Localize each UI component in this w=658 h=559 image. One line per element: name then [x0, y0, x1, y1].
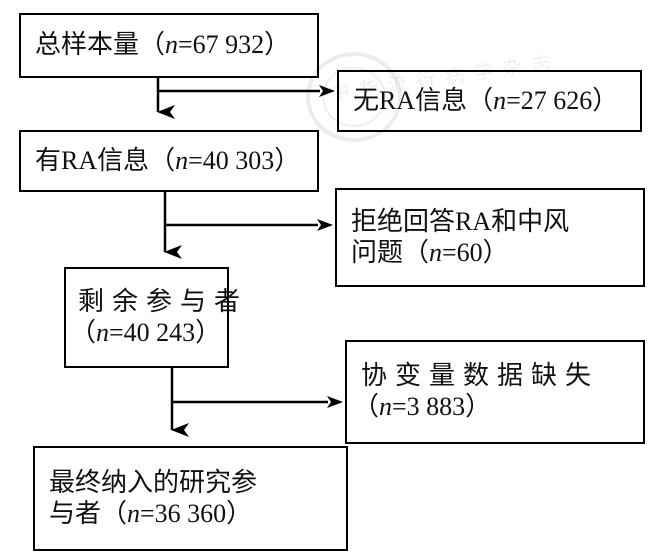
node-has-ra-info-prefix: 有RA信息（ — [35, 145, 176, 175]
node-no-ra-info-prefix: 无RA信息（ — [353, 85, 494, 115]
node-total-sample-label: 总样本量（n=67 932） — [21, 30, 317, 61]
node-remaining-participants-line2: （n=40 243） — [66, 318, 227, 349]
node-refused-answer-line1: 拒绝回答RA和中风 — [351, 206, 570, 236]
node-no-ra-info-value: =27 626） — [506, 85, 619, 115]
node-refused-answer: 拒绝回答RA和中风 问题（n=60） — [335, 188, 645, 287]
node-refused-answer-prefix: 问题（ — [351, 237, 430, 267]
node-remaining-participants-line1: 剩余参与者 — [78, 286, 249, 316]
node-missing-covariates: 协变量数据缺失 （n=3 883） — [345, 340, 645, 444]
node-refused-answer-n: n — [429, 237, 443, 267]
node-total-sample-value: =67 932） — [178, 30, 291, 60]
node-remaining-participants-n: n — [96, 317, 110, 347]
node-has-ra-info-value: =40 303） — [188, 145, 301, 175]
node-final-included-value: =36 360） — [140, 498, 253, 528]
node-refused-answer-value: =60） — [442, 237, 509, 267]
node-final-included-line1: 最终纳入的研究参 — [49, 467, 258, 497]
node-missing-covariates-prefix: （ — [353, 392, 380, 421]
node-remaining-participants-value: =40 243） — [109, 317, 222, 347]
node-final-included-n: n — [127, 498, 141, 528]
node-has-ra-info-n: n — [175, 145, 189, 175]
node-has-ra-info: 有RA信息（n=40 303） — [19, 130, 319, 192]
node-remaining-participants-prefix: （ — [70, 317, 97, 347]
node-final-included: 最终纳入的研究参 与者（n=36 360） — [33, 446, 348, 551]
node-total-sample-prefix: 总样本量（ — [35, 30, 166, 60]
node-final-included-line2: 与者（n=36 360） — [35, 499, 346, 530]
node-remaining-participants: 剩余参与者 （n=40 243） — [64, 267, 249, 368]
node-missing-covariates-line2: （n=3 883） — [347, 392, 643, 423]
node-no-ra-info-n: n — [493, 85, 507, 115]
node-missing-covariates-line1: 协变量数据缺失 — [361, 361, 600, 391]
node-missing-covariates-value: =3 883） — [392, 392, 492, 421]
node-total-sample: 总样本量（n=67 932） — [19, 13, 319, 78]
node-missing-covariates-n: n — [379, 392, 393, 421]
node-final-included-prefix: 与者（ — [49, 498, 128, 528]
node-no-ra-info: 无RA信息（n=27 626） — [337, 70, 642, 132]
node-total-sample-n: n — [165, 30, 179, 60]
node-refused-answer-line2: 问题（n=60） — [337, 238, 643, 269]
node-no-ra-info-label: 无RA信息（n=27 626） — [339, 86, 640, 117]
node-has-ra-info-label: 有RA信息（n=40 303） — [21, 146, 317, 177]
